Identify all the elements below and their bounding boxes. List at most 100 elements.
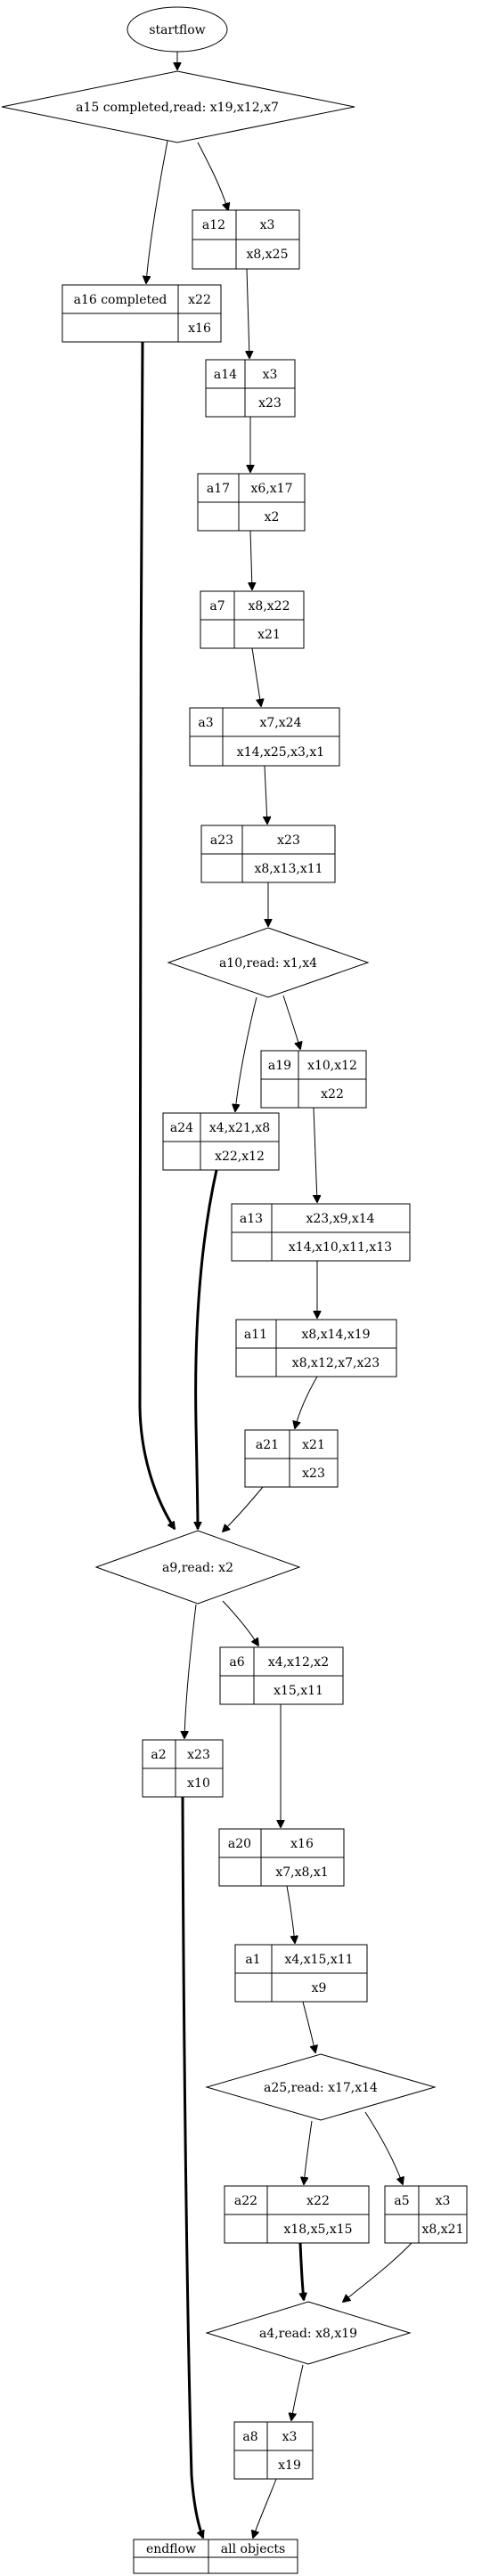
edge-a9-to-a2 (184, 1604, 197, 1738)
node-a8-write: x19 (278, 2458, 301, 2473)
node-a21-name: a21 (256, 1438, 279, 1452)
edge-a12-to-a14 (247, 268, 249, 358)
node-a3-name: a3 (198, 716, 213, 730)
node-a20-write: x7,x8,x1 (275, 1865, 328, 1880)
node-a22: a22 x22 x18,x5,x15 (224, 2185, 370, 2244)
node-a2-name: a2 (151, 1748, 166, 1762)
start-label: startflow (149, 23, 205, 37)
node-a13-name: a13 (240, 1212, 263, 1226)
node-a1-write: x9 (312, 1981, 327, 1995)
edge-a1-to-a25 (302, 2001, 315, 2052)
node-a23: a23 x23 x8,x13,x11 (200, 825, 336, 883)
edge-a10-to-a24 (235, 996, 257, 1111)
node-a20: a20 x16 x7,x8,x1 (218, 1828, 345, 1887)
node-a16-name: a16 completed (74, 293, 167, 307)
node-a7-write: x21 (257, 628, 281, 642)
edge-a5-to-a4 (343, 2242, 412, 2302)
end-node-read: all objects (221, 2542, 285, 2556)
edge-a4-to-a8 (291, 2364, 304, 2420)
node-a22-name: a22 (234, 2194, 257, 2208)
node-a13: a13 x23,x9,x14 x14,x10,x11,x13 (231, 1203, 411, 1262)
node-a1-read: x4,x15,x11 (284, 1953, 353, 1967)
node-a1-name: a1 (245, 1953, 260, 1967)
node-a17-read: x6,x17 (251, 482, 293, 496)
node-a8-read: x3 (282, 2430, 298, 2444)
edge-a15-to-a16 (146, 140, 168, 283)
decision-a9: a9,read: x2 (94, 1530, 301, 1605)
node-a16-write: x16 (188, 321, 211, 336)
node-a13-write: x14,x10,x11,x13 (289, 1240, 392, 1255)
node-a17: a17 x6,x17 x2 (197, 473, 306, 532)
node-a14: a14 x3 x23 (205, 359, 296, 418)
node-a7-name: a7 (209, 599, 225, 614)
edge-a21-to-a9 (223, 1486, 264, 1532)
node-a23-read: x23 (277, 833, 300, 848)
decision-a25: a25,read: x17,x14 (205, 2053, 437, 2121)
node-a16-read: x22 (188, 293, 211, 307)
node-a2-write: x10 (187, 1776, 210, 1791)
node-a21: a21 x21 x23 (244, 1429, 339, 1488)
edge-a3-to-a23 (265, 765, 267, 824)
node-a6-name: a6 (229, 1655, 244, 1670)
node-a7-read: x8,x22 (249, 599, 290, 614)
node-a19-name: a19 (268, 1059, 291, 1073)
edge-a8-to-end (253, 2478, 277, 2538)
node-a23-name: a23 (210, 833, 233, 848)
edge-a9-to-a6 (222, 1600, 258, 1646)
node-a6-read: x4,x12,x2 (268, 1655, 329, 1670)
edge-a24-to-a9 (196, 1169, 218, 1529)
edge-a10-to-a19 (282, 995, 300, 1049)
start-node: startflow (127, 6, 228, 53)
node-a8-name: a8 (242, 2430, 257, 2444)
node-a17-name: a17 (207, 482, 230, 496)
node-a3-write: x14,x25,x3,x1 (237, 745, 324, 760)
decision-a10: a10,read: x1,x4 (167, 927, 370, 998)
node-a2-read: x23 (187, 1748, 210, 1762)
node-a5: a5 x3 x8,x21 (384, 2185, 468, 2244)
node-a14-write: x23 (258, 396, 282, 410)
node-a1: a1 x4,x15,x11 x9 (234, 1944, 368, 2003)
node-a21-write: x23 (302, 1467, 325, 1481)
edge-a25-to-a5 (364, 2111, 403, 2184)
edge-a22-to-a4 (298, 2242, 304, 2300)
decision-a4-label: a4,read: x8,x19 (259, 2327, 357, 2341)
node-a11-read: x8,x14,x19 (301, 1328, 370, 1342)
node-a24: a24 x4,x21,x8 x22,x12 (162, 1112, 280, 1171)
node-a19-write: x22 (321, 1087, 344, 1101)
node-a14-read: x3 (263, 368, 278, 382)
node-a14-name: a14 (214, 368, 237, 382)
node-a12-write: x8,x25 (247, 248, 289, 262)
edge-a20-to-a1 (286, 1885, 295, 1943)
end-node-name: endflow (146, 2542, 196, 2556)
edges (137, 52, 412, 2538)
edge-a25-to-a22 (304, 2120, 313, 2184)
node-a24-name: a24 (170, 1121, 193, 1135)
edge-a19-to-a13 (314, 1107, 317, 1202)
edge-a16-to-a9 (137, 341, 176, 1529)
node-a24-read: x4,x21,x8 (209, 1121, 270, 1135)
node-a3-read: x7,x24 (260, 716, 302, 730)
node-a6: a6 x4,x12,x2 x15,x11 (219, 1646, 344, 1705)
node-a7: a7 x8,x22 x21 (200, 590, 305, 649)
node-a11-name: a11 (244, 1328, 267, 1342)
node-a13-read: x23,x9,x14 (306, 1212, 374, 1226)
node-a19-read: x10,x12 (307, 1059, 357, 1073)
decision-a15-label: a15 completed,read: x19,x12,x7 (76, 101, 279, 115)
edge-a2-to-end (181, 1796, 203, 2538)
node-a8: a8 x3 x19 (233, 2421, 314, 2480)
node-a12: a12 x3 x8,x25 (192, 209, 300, 270)
node-a11-write: x8,x12,x7,x23 (292, 1356, 380, 1370)
node-a2: a2 x23 x10 (142, 1739, 224, 1798)
node-a17-write: x2 (265, 510, 280, 524)
decision-a9-label: a9,read: x2 (162, 1561, 233, 1575)
edge-a11-to-a21 (295, 1376, 318, 1428)
node-a22-read: x22 (306, 2194, 330, 2208)
decision-a10-label: a10,read: x1,x4 (219, 956, 317, 971)
node-a19: a19 x10,x12 x22 (260, 1050, 367, 1109)
node-a20-name: a20 (228, 1837, 251, 1851)
decision-a4: a4,read: x8,x19 (205, 2301, 412, 2365)
node-a16: a16 completed x22 x16 (61, 284, 222, 343)
node-a5-name: a5 (394, 2194, 409, 2208)
node-a12-read: x3 (260, 218, 275, 232)
